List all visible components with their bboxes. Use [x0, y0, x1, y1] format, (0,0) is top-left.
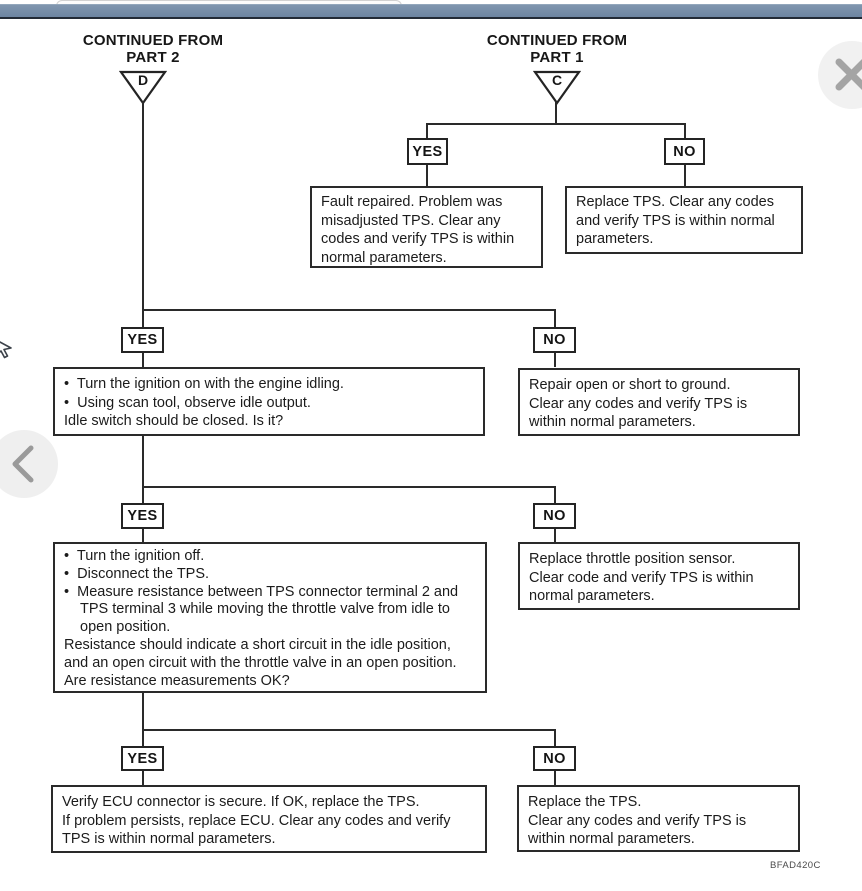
pointer-cursor-icon	[0, 339, 14, 364]
box-line: Resistance should indicate a short circu…	[64, 636, 451, 653]
box-line: Replace throttle position sensor.	[529, 551, 736, 567]
connector-line	[554, 731, 556, 746]
box-idle-switch-question: • Turn the ignition on with the engine i…	[53, 367, 485, 436]
close-button[interactable]	[818, 41, 862, 109]
box-line: Replace the TPS.	[528, 794, 642, 810]
box-line: parameters.	[576, 231, 654, 247]
decision-yes-1: YES	[121, 327, 164, 353]
decision-no-part1: NO	[664, 138, 705, 165]
box-line: Clear any codes and verify TPS is	[529, 395, 748, 412]
box-line: Idle switch should be closed. Is it?	[64, 413, 284, 429]
connector-line	[142, 101, 144, 309]
connector-triangle-d	[119, 70, 167, 105]
top-bar-shadow	[0, 17, 862, 19]
box-line: misadjusted TPS. Clear any	[321, 212, 501, 229]
box-line: • Turn the ignition on with the engine i…	[64, 376, 344, 392]
connector-line	[555, 101, 557, 124]
connector-line	[142, 529, 144, 542]
box-line: • Disconnect the TPS.	[64, 565, 210, 582]
box-line: TPS is within normal parameters.	[62, 831, 276, 847]
continued-from-part2-line1: CONTINUED FROM	[82, 32, 224, 49]
connector-line	[426, 123, 686, 125]
decision-no-2: NO	[533, 503, 576, 529]
decision-yes-3: YES	[121, 746, 164, 771]
connector-line	[142, 311, 144, 327]
connector-line	[142, 731, 144, 746]
decision-no-1: NO	[533, 327, 576, 353]
connector-line	[142, 486, 556, 488]
connector-line	[554, 771, 556, 785]
chevron-left-icon	[12, 445, 34, 483]
box-replace-tps-top: Replace TPS. Clear any codes and verify T…	[565, 186, 803, 254]
box-fault-repaired: Fault repaired. Problem was misadjusted T…	[310, 186, 543, 268]
figure-code: BFAD420C	[770, 860, 821, 871]
connector-letter-d: D	[137, 72, 149, 88]
continued-from-part1-line1: CONTINUED FROM	[486, 32, 628, 49]
box-line: normal parameters.	[321, 249, 447, 266]
box-line: normal parameters.	[529, 588, 655, 604]
box-line: open position.	[80, 619, 171, 636]
connector-line	[142, 488, 144, 503]
box-line: Clear any codes and verify TPS is	[528, 812, 747, 829]
connector-line	[426, 165, 428, 186]
box-resistance-question: • Turn the ignition off.• Disconnect the…	[53, 542, 487, 693]
box-line: • Using scan tool, observe idle output.	[64, 394, 311, 411]
connector-line	[142, 693, 144, 730]
box-repair-open-short: Repair open or short to ground. Clear any…	[518, 368, 800, 436]
box-line: Repair open or short to ground.	[529, 377, 731, 393]
decision-no-3: NO	[533, 746, 576, 771]
decision-yes-part1: YES	[407, 138, 448, 165]
continued-from-part2-line2: PART 2	[126, 49, 180, 66]
connector-line	[554, 311, 556, 327]
box-line: and an open circuit with the throttle va…	[64, 654, 457, 671]
box-line: within normal parameters.	[528, 831, 695, 847]
connector-line	[142, 771, 144, 785]
connector-line	[142, 309, 556, 311]
box-line: Verify ECU connector is secure. If OK, r…	[62, 794, 420, 810]
connector-line	[142, 436, 144, 487]
top-blue-bar	[0, 4, 862, 18]
connector-line	[142, 353, 144, 367]
previous-page-button[interactable]	[0, 430, 58, 498]
box-line: Are resistance measurements OK?	[64, 672, 290, 689]
connector-triangle-c	[533, 70, 581, 105]
box-line: and verify TPS is within normal	[576, 212, 775, 229]
box-line: Clear code and verify TPS is within	[529, 569, 754, 586]
box-verify-ecu: Verify ECU connector is secure. If OK, r…	[51, 785, 487, 853]
connector-line	[426, 125, 428, 138]
connector-letter-c: C	[551, 72, 563, 88]
box-replace-sensor: Replace throttle position sensor. Clear c…	[518, 542, 800, 610]
box-line: Fault repaired. Problem was	[321, 194, 503, 210]
box-replace-tps-bottom: Replace the TPS. Clear any codes and veri…	[517, 785, 800, 852]
connector-line	[554, 488, 556, 503]
decision-yes-2: YES	[121, 503, 164, 529]
box-line: • Measure resistance between TPS connect…	[64, 583, 459, 600]
connector-line	[684, 125, 686, 138]
box-line: codes and verify TPS is within	[321, 231, 515, 247]
box-line: If problem persists, replace ECU. Clear …	[62, 812, 451, 829]
box-line: Replace TPS. Clear any codes	[576, 194, 775, 210]
connector-line	[684, 165, 686, 186]
continued-from-part1-line2: PART 1	[530, 49, 584, 66]
box-line: within normal parameters.	[529, 414, 696, 430]
window-top-edge	[56, 0, 402, 6]
box-line: TPS terminal 3 while moving the throttle…	[80, 601, 450, 618]
connector-line	[554, 353, 556, 367]
connector-line	[142, 729, 556, 731]
close-x-icon	[835, 58, 862, 91]
connector-line	[554, 529, 556, 542]
box-line: • Turn the ignition off.	[64, 548, 205, 564]
